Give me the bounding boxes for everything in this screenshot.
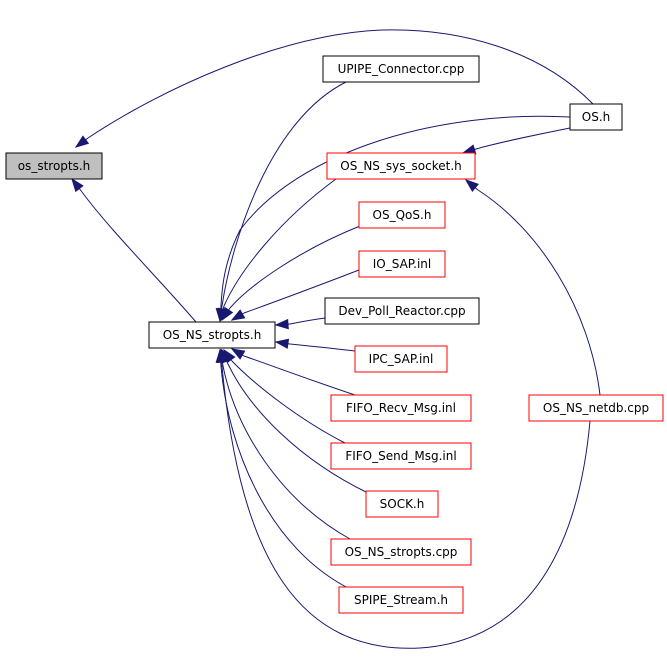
- edge-fifo_recv_msg_inl-to-os_ns_stropts_h: [230, 348, 356, 396]
- edge-os_h-to-os_stropts_h: [74, 29, 594, 148]
- node-box: [569, 103, 623, 131]
- arrowhead-icon: [230, 309, 246, 321]
- node-label: OS_NS_sys_socket.h: [340, 159, 461, 173]
- node-ipc-sap-inl[interactable]: IPC_SAP.inl: [354, 345, 448, 373]
- node-label: Dev_Poll_Reactor.cpp: [338, 304, 465, 318]
- node-label: OS_NS_stropts.h: [163, 328, 262, 342]
- node-label: SOCK.h: [380, 497, 425, 511]
- node-box: [326, 152, 476, 180]
- node-label: os_stropts.h: [18, 159, 91, 173]
- node-fifo-recv-msg-inl[interactable]: FIFO_Recv_Msg.inl: [330, 394, 472, 422]
- node-os-stropts-h[interactable]: os_stropts.h: [5, 152, 103, 180]
- node-fifo-send-msg-inl[interactable]: FIFO_Send_Msg.inl: [330, 442, 472, 470]
- node-label: OS_NS_netdb.cpp: [543, 401, 649, 415]
- node-label: FIFO_Send_Msg.inl: [345, 449, 456, 463]
- node-box: [148, 321, 276, 349]
- node-sock-h[interactable]: SOCK.h: [365, 490, 439, 518]
- edge-os_ns_netdb_cpp-to-os_ns_stropts_h: [216, 348, 591, 649]
- node-os-ns-sys-socket-h[interactable]: OS_NS_sys_socket.h: [326, 152, 476, 180]
- node-box: [528, 394, 664, 422]
- node-label: OS.h: [582, 110, 610, 124]
- node-dev-poll-reactor-cpp[interactable]: Dev_Poll_Reactor.cpp: [324, 297, 480, 325]
- node-upipe-connector-cpp[interactable]: UPIPE_Connector.cpp: [322, 55, 480, 83]
- node-box: [322, 55, 480, 83]
- arrowhead-icon: [216, 348, 227, 364]
- node-label: UPIPE_Connector.cpp: [338, 62, 465, 76]
- node-label: IO_SAP.inl: [373, 257, 432, 271]
- node-box: [330, 394, 472, 422]
- edge-io_sap_inl-to-os_ns_stropts_h: [230, 269, 360, 321]
- node-box: [338, 586, 464, 614]
- node-box: [330, 538, 472, 566]
- arrowhead-icon: [230, 348, 246, 360]
- node-io-sap-inl[interactable]: IO_SAP.inl: [358, 250, 446, 278]
- node-os-qos-h[interactable]: OS_QoS.h: [358, 201, 446, 229]
- edge-fifo_send_msg_inl-to-os_ns_stropts_h: [223, 348, 346, 444]
- node-os-ns-stropts-h[interactable]: OS_NS_stropts.h: [148, 321, 276, 349]
- arrowhead-icon: [461, 144, 477, 155]
- edge-os_qos_h-to-os_ns_stropts_h: [221, 225, 361, 322]
- node-box: [358, 250, 446, 278]
- node-box: [354, 345, 448, 373]
- edge-os_ns_netdb_cpp-to-os_ns_sys_socket_h: [464, 179, 601, 396]
- node-layer: os_stropts.h UPIPE_Connector.cppOS.hOS_NS…: [5, 55, 664, 614]
- edge-dev_poll_reactor_cpp-to-os_ns_stropts_h: [274, 317, 326, 330]
- node-box: [365, 490, 439, 518]
- node-box: [324, 297, 480, 325]
- node-spipe-stream-h[interactable]: SPIPE_Stream.h: [338, 586, 464, 614]
- arrowhead-icon: [464, 179, 479, 193]
- node-label: OS_QoS.h: [373, 208, 432, 222]
- edge-os_ns_stropts_h-to-os_stropts_h: [71, 177, 197, 323]
- edge-os_h-to-os_ns_sys_socket_h: [461, 126, 576, 155]
- node-label: FIFO_Recv_Msg.inl: [346, 401, 456, 415]
- edge-upipe_connector_cpp-to-os_ns_stropts_h: [216, 81, 347, 323]
- node-os-ns-stropts-cpp[interactable]: OS_NS_stropts.cpp: [330, 538, 472, 566]
- edge-layer: [71, 29, 601, 649]
- node-label: OS_NS_stropts.cpp: [345, 545, 458, 559]
- node-label: IPC_SAP.inl: [369, 352, 434, 366]
- arrowhead-icon: [74, 135, 90, 148]
- node-os-h[interactable]: OS.h: [569, 103, 623, 131]
- edge-os_ns_sys_socket_h-to-os_ns_stropts_h: [218, 178, 337, 323]
- node-box: [358, 201, 446, 229]
- arrowhead-icon: [274, 318, 289, 330]
- node-box: [330, 442, 472, 470]
- arrowhead-icon: [221, 306, 234, 322]
- node-box: [5, 152, 103, 180]
- arrowhead-icon: [71, 177, 84, 193]
- edge-os_ns_stropts_cpp-to-os_ns_stropts_h: [217, 348, 351, 540]
- arrowhead-icon: [274, 338, 290, 349]
- node-os-ns-netdb-cpp[interactable]: OS_NS_netdb.cpp: [528, 394, 664, 422]
- node-label: SPIPE_Stream.h: [354, 593, 448, 607]
- edge-ipc_sap_inl-to-os_ns_stropts_h: [274, 338, 356, 352]
